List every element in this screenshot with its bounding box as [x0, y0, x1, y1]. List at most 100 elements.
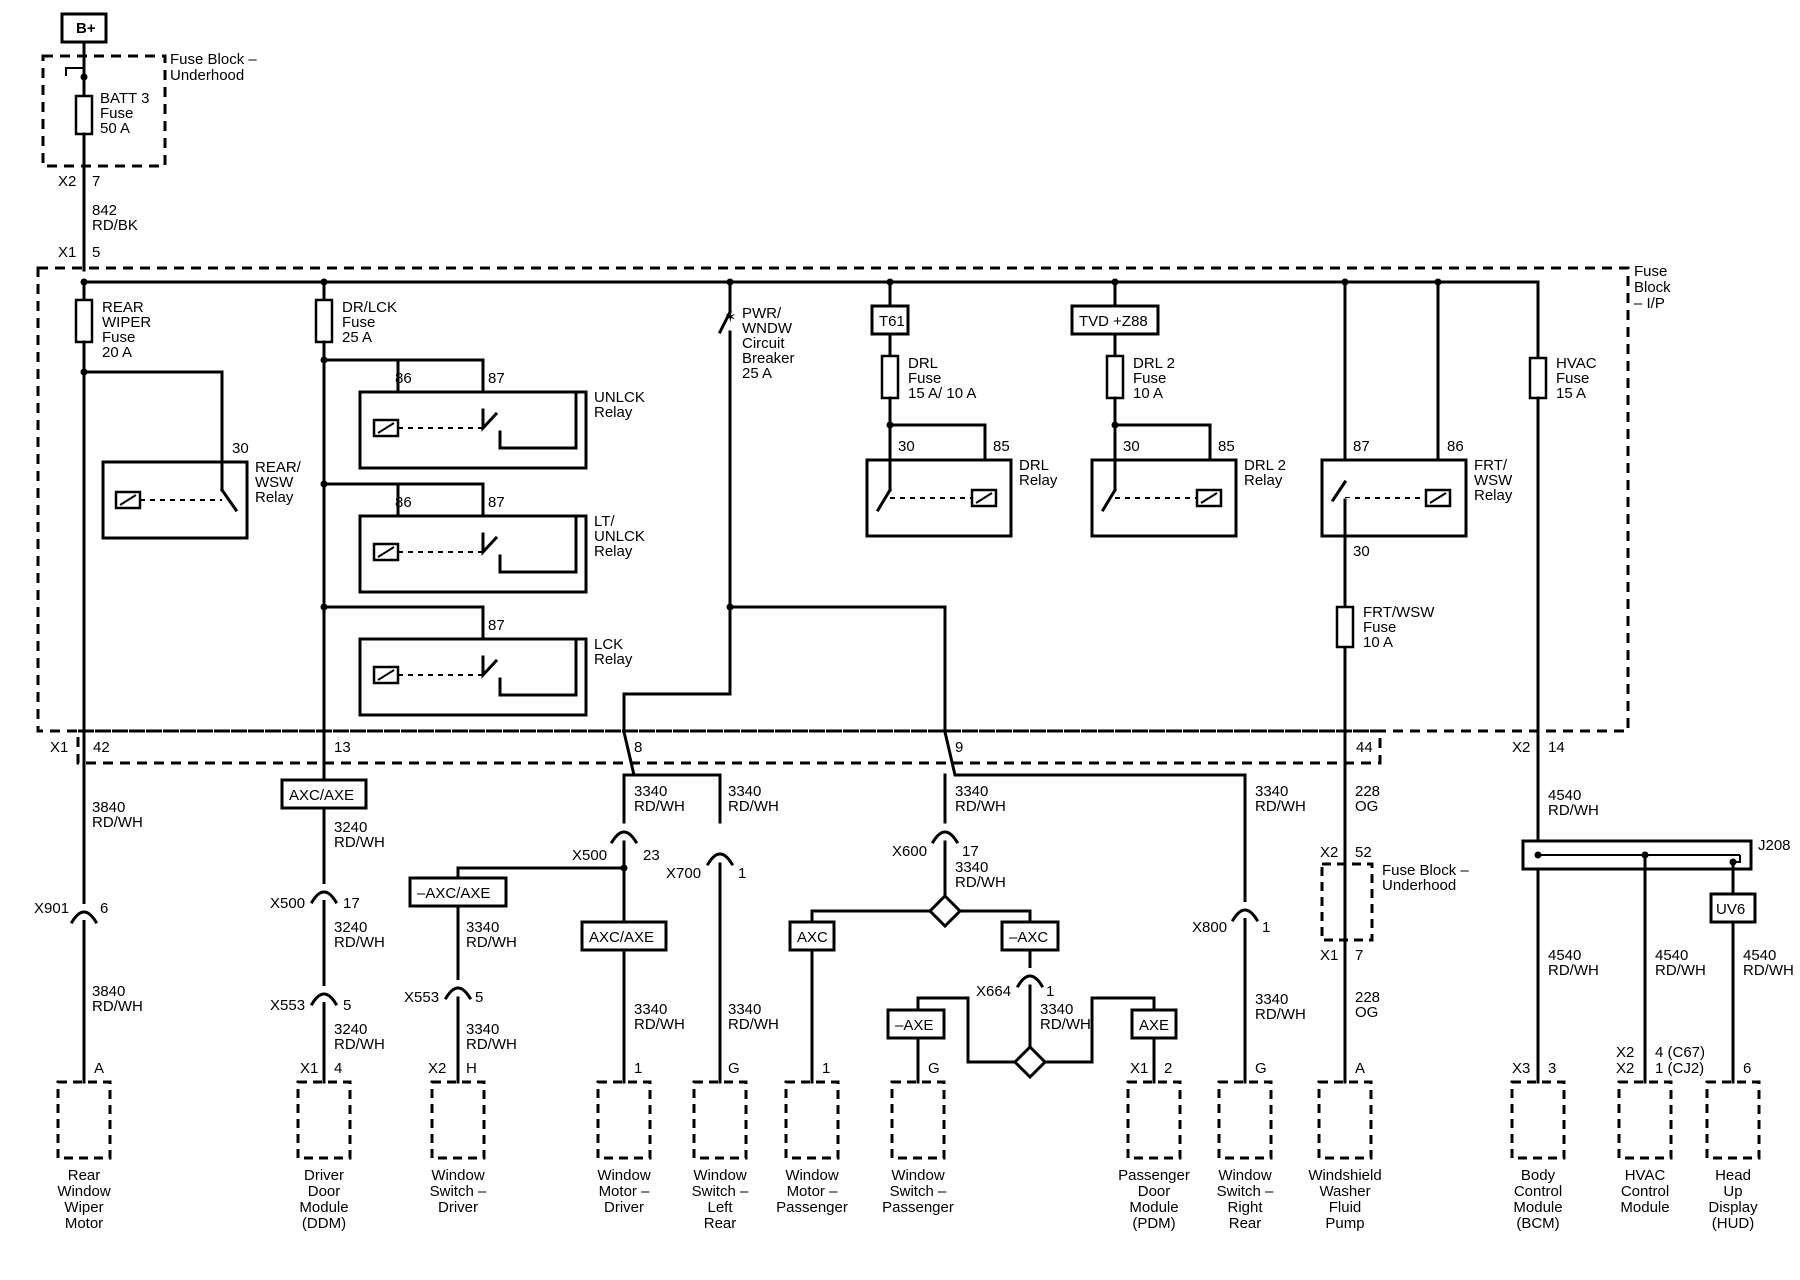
svg-text:2: 2 — [1164, 1060, 1172, 1077]
underhood2-label-2: Underhood — [1382, 877, 1456, 894]
component-head-up-display: 6 Head Up Display (HUD) — [1705, 1060, 1761, 1232]
connector-x700 — [705, 852, 735, 867]
svg-text:Body: Body — [1521, 1167, 1556, 1184]
svg-text:Module: Module — [1620, 1199, 1669, 1216]
wire-228b-label: 228 — [1355, 989, 1380, 1006]
wire-228a-color: OG — [1355, 798, 1378, 815]
batt3-fuse-label-3: 50 A — [100, 120, 130, 137]
component-body-control-module: X3 3 Body Control Module (BCM) — [1510, 1060, 1566, 1232]
wire-3340-800-label: 3340 — [1255, 783, 1288, 800]
component-hvac-control-module: X2 X2 4 (C67) 1 (CJ2) HVAC Control Modul… — [1616, 1044, 1705, 1216]
rear-wiper-fuse-label-2: WIPER — [102, 314, 151, 331]
svg-text:X2: X2 — [1616, 1060, 1634, 1077]
svg-text:Door: Door — [1138, 1183, 1171, 1200]
svg-text:6: 6 — [1743, 1060, 1751, 1077]
wire-3340-8-label: 3340 — [634, 783, 667, 800]
lt-unlck-label-3: Relay — [594, 543, 633, 560]
connector-x700-pin: 1 — [738, 865, 746, 882]
dr-lck-fuse-label-1: DR/LCK — [342, 299, 397, 316]
svg-text:Left: Left — [707, 1199, 733, 1216]
underhood-pin-7: 7 — [92, 173, 100, 190]
wire-3240a-color: RD/WH — [334, 834, 385, 851]
wire-842-label: 842 — [92, 202, 117, 219]
svg-text:Wiper: Wiper — [64, 1199, 103, 1216]
underhood-label-2: Underhood — [170, 67, 244, 84]
rear-wsw-label-3: Relay — [255, 489, 294, 506]
wire-3240b-label: 3240 — [334, 919, 367, 936]
wire-4540c-color: RD/WH — [1655, 962, 1706, 979]
lt-unlck-pin-87: 87 — [488, 494, 505, 511]
rear-wsw-label-1: REAR/ — [255, 459, 302, 476]
wire-3340-9-label: 3340 — [955, 783, 988, 800]
svg-text:HVAC: HVAC — [1625, 1167, 1666, 1184]
wire-3340-wsrr-color: RD/WH — [1255, 1006, 1306, 1023]
connector-x600 — [930, 830, 960, 845]
drl2-relay-label-1: DRL 2 — [1244, 457, 1286, 474]
lck-label-1: LCK — [594, 636, 623, 653]
connector-x901 — [69, 910, 99, 925]
svg-text:Switch –: Switch – — [430, 1183, 487, 1200]
component-passenger-door-module: X1 2 Passenger Door Module (PDM) — [1118, 1060, 1190, 1232]
frt-wsw-fuse-label-1: FRT/WSW — [1363, 604, 1435, 621]
rear-wiper-fuse-label-1: REAR — [102, 299, 144, 316]
wire-4540b-color: RD/WH — [1548, 962, 1599, 979]
svg-text:Motor –: Motor – — [599, 1183, 651, 1200]
pwr-wndw-breaker-mark: ✶ — [724, 309, 737, 326]
pwr-wndw-label-4: Breaker — [742, 350, 795, 367]
svg-text:Driver: Driver — [438, 1199, 478, 1216]
svg-text:Control: Control — [1514, 1183, 1562, 1200]
wire-3340-600-color: RD/WH — [955, 874, 1006, 891]
dr-lck-fuse-label-3: 25 A — [342, 329, 372, 346]
svg-text:H: H — [466, 1060, 477, 1077]
connector-x700-label: X700 — [666, 865, 701, 882]
wire-3340-9-color: RD/WH — [955, 798, 1006, 815]
svg-text:X1: X1 — [1130, 1060, 1148, 1077]
svg-text:Window: Window — [693, 1167, 747, 1184]
wire-3340-wslr-color: RD/WH — [728, 1016, 779, 1033]
option-neg-axc: –AXC — [1009, 929, 1048, 946]
svg-text:G: G — [728, 1060, 740, 1077]
rear-wiper-fuse-label-3: Fuse — [102, 329, 135, 346]
ip-label-3: – I/P — [1634, 295, 1665, 312]
option-axc-axe-box-1 — [280, 778, 368, 810]
drl-fuse-label-3: 15 A/ 10 A — [908, 385, 976, 402]
drl-relay-label-2: Relay — [1019, 472, 1058, 489]
lt-unlck-pin-86: 86 — [395, 494, 412, 511]
connector-x500-a — [309, 890, 339, 905]
connector-x553-a-pin: 5 — [343, 997, 351, 1014]
option-axc-axe-box-2 — [580, 920, 668, 952]
wire-228a-label: 228 — [1355, 783, 1380, 800]
option-axc-axe-2: AXC/AXE — [589, 929, 654, 946]
svg-text:Rear: Rear — [1229, 1215, 1262, 1232]
wire-3340-x553b-color: RD/WH — [466, 1036, 517, 1053]
underhood2-x1-label: X1 — [1320, 947, 1338, 964]
option-neg-axc-axe-box — [408, 876, 508, 908]
frt-wsw-fuse — [1335, 605, 1355, 649]
connector-x500-b — [609, 830, 639, 845]
rear-wsw-pin-30: 30 — [232, 440, 249, 457]
wire-3340-wmd-color: RD/WH — [634, 1016, 685, 1033]
component-window-switch-left-rear: G Window Switch – Left Rear — [692, 1060, 749, 1232]
svg-text:1 (CJ2): 1 (CJ2) — [1655, 1060, 1704, 1077]
rear-wiper-fuse-label-4: 20 A — [102, 344, 132, 361]
svg-text:Up: Up — [1723, 1183, 1742, 1200]
svg-text:G: G — [1255, 1060, 1267, 1077]
component-driver-door-module: X1 4 Driver Door Module (DDM) — [296, 1060, 352, 1232]
frt-wsw-fuse-label-3: 10 A — [1363, 634, 1393, 651]
wire-3240a-label: 3240 — [334, 819, 367, 836]
wire-3340-700-color: RD/WH — [728, 798, 779, 815]
wire-4540b-label: 4540 — [1548, 947, 1581, 964]
pwr-wndw-label-2: WNDW — [742, 320, 793, 337]
svg-text:Passenger: Passenger — [882, 1199, 954, 1216]
connector-x553-b-label: X553 — [404, 989, 439, 1006]
connector-x664 — [1015, 974, 1045, 989]
component-window-switch-passenger: G Window Switch – Passenger — [882, 1060, 954, 1216]
connector-x600-label: X600 — [892, 843, 927, 860]
underhood2-label-1: Fuse Block – — [1382, 862, 1469, 879]
svg-text:X1: X1 — [300, 1060, 318, 1077]
component-window-switch-driver: X2 H Window Switch – Driver — [428, 1060, 487, 1216]
frt-wsw-pin-86: 86 — [1447, 438, 1464, 455]
dr-lck-fuse-label-2: Fuse — [342, 314, 375, 331]
connector-x553-a-label: X553 — [270, 997, 305, 1014]
drl-pin-85: 85 — [993, 438, 1010, 455]
